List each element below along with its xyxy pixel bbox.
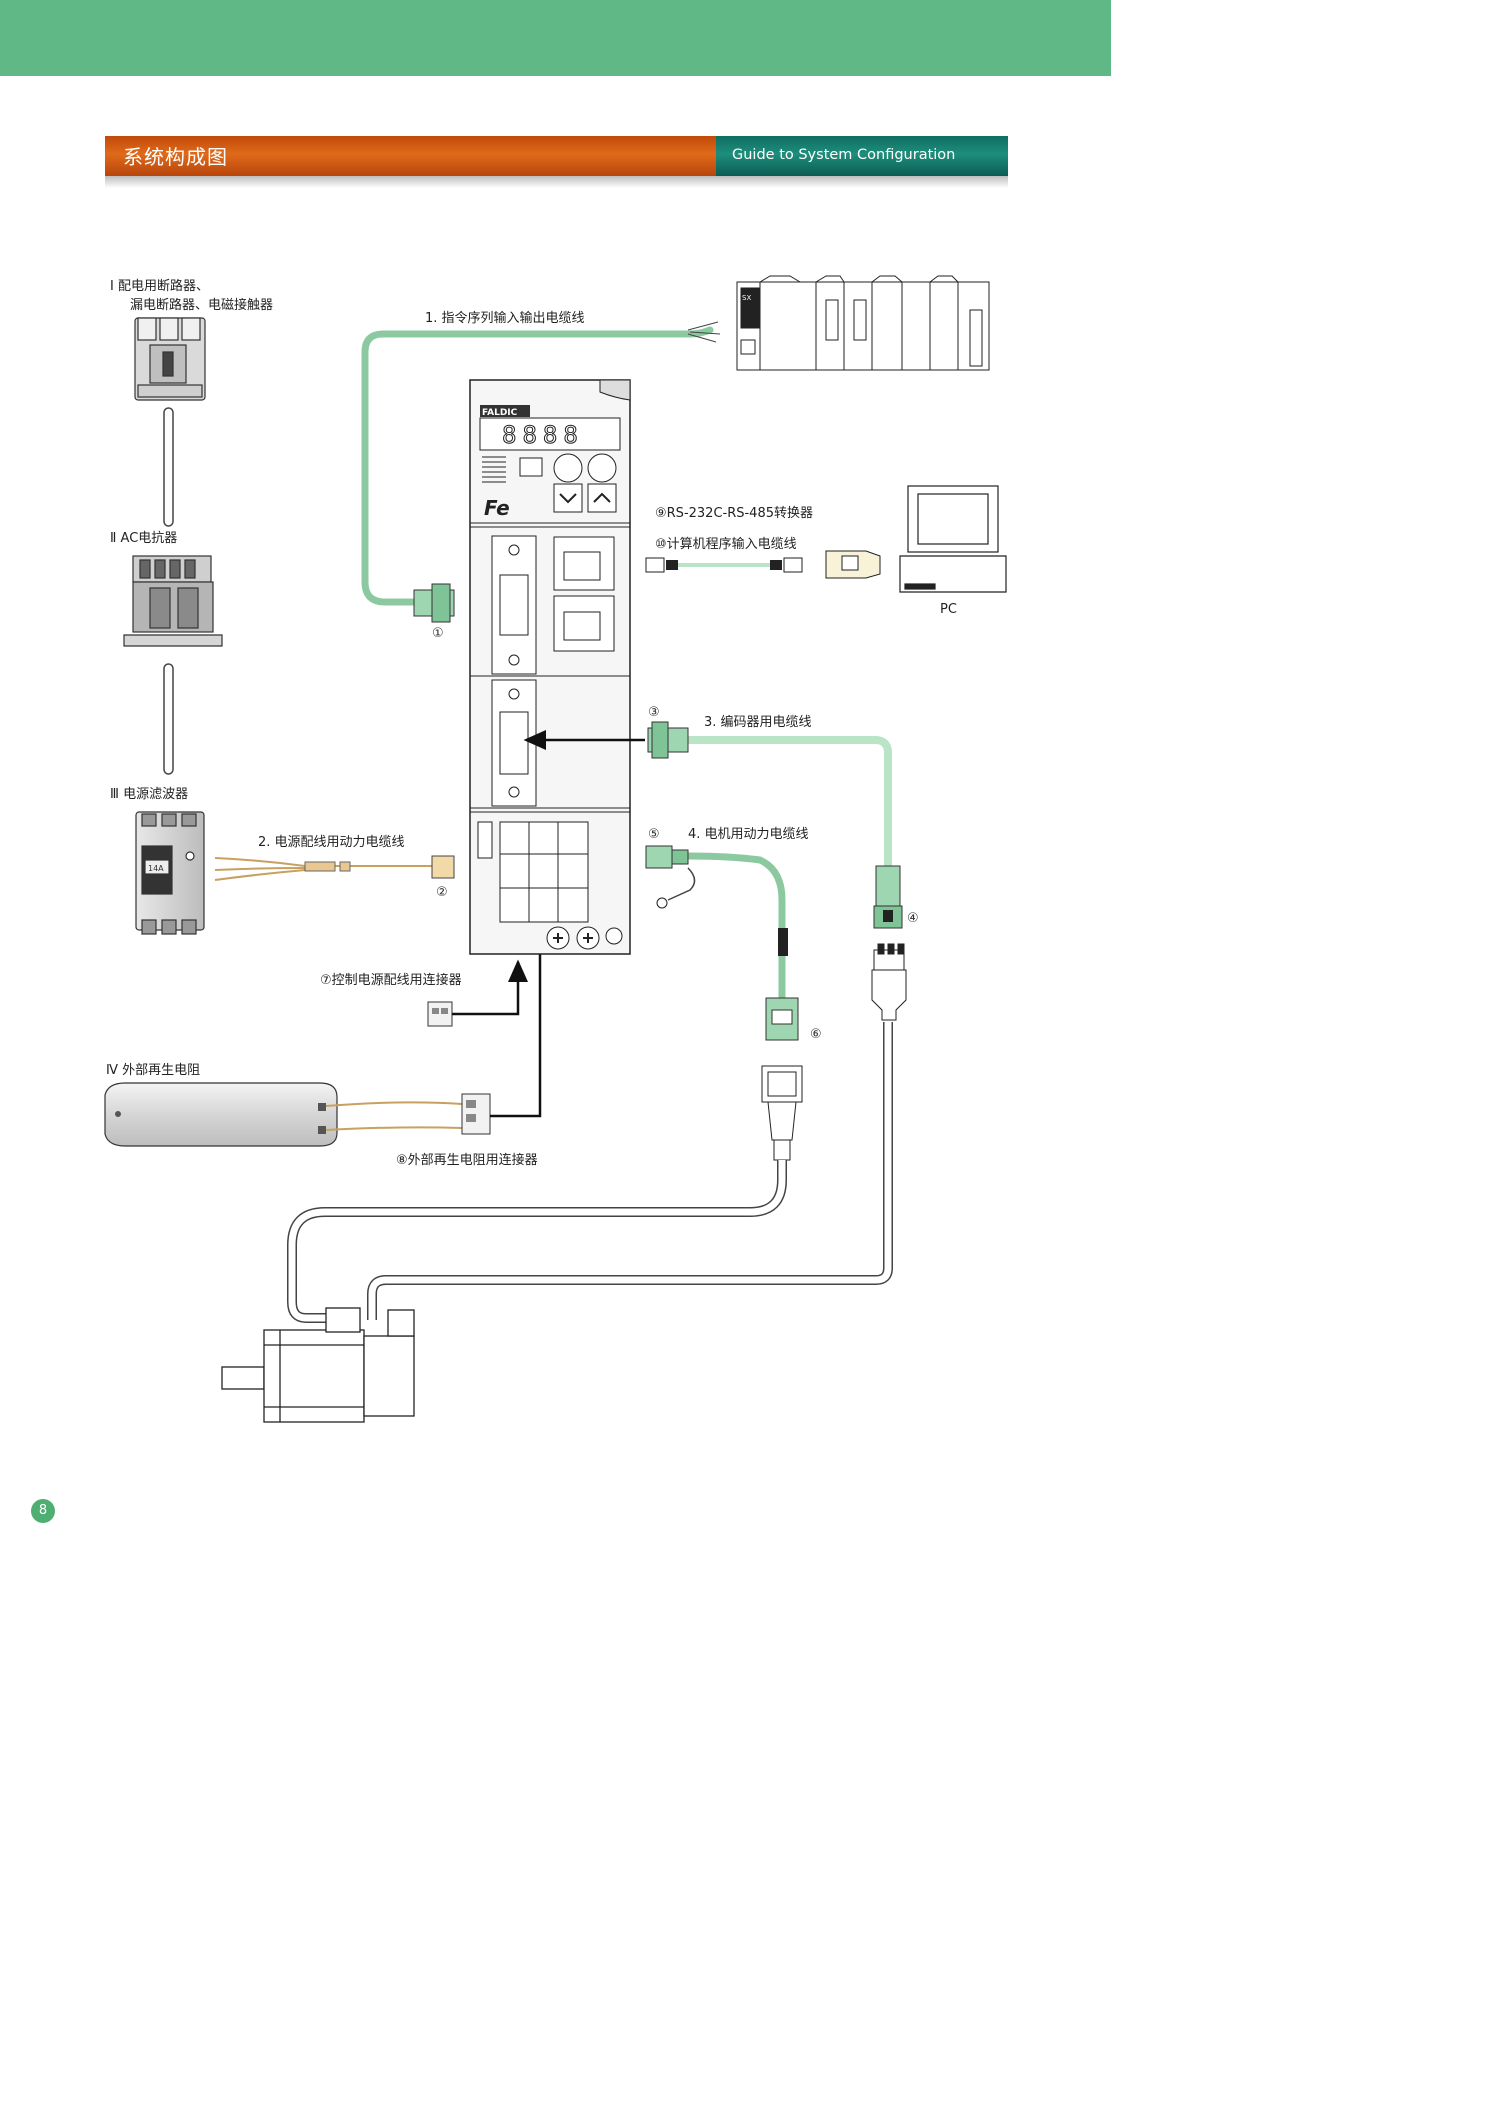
reactor-label: Ⅱ AC电抗器 — [110, 531, 177, 546]
cable-1-wire-ends — [687, 321, 721, 343]
amplifier-brand: FALDIC — [482, 408, 518, 418]
pc-illustration — [899, 485, 1007, 593]
plc-illustration: SX — [736, 275, 990, 371]
arrow-connector-7 — [452, 959, 528, 1016]
breaker-label-line1: Ⅰ 配电用断路器、 — [110, 278, 209, 294]
encoder-cable-3 — [686, 736, 892, 866]
marker-4: ④ — [907, 911, 919, 926]
connector-5 — [645, 845, 689, 869]
connector-4-mating — [871, 943, 907, 1021]
connector-1 — [413, 583, 455, 623]
label-converter-9: ⑨RS-232C-RS-485转换器 — [655, 506, 813, 521]
wire-breaker-to-reactor — [163, 407, 174, 527]
system-configuration-diagram: Ⅰ 配电用断路器、 漏电断路器、电磁接触器 Ⅱ AC电抗器 Ⅲ 电源滤波器 14… — [104, 275, 1007, 1423]
filter-illustration: 14A — [135, 811, 205, 935]
amplifier-display: 8888 — [502, 421, 584, 449]
label-cable-2: 2. 电源配线用动力电缆线 — [258, 834, 405, 850]
label-connector-7: ⑦控制电源配线用连接器 — [320, 972, 462, 988]
ground-wire — [667, 867, 696, 901]
wire-reactor-to-filter — [163, 663, 174, 775]
resistor-label: Ⅳ 外部再生电阻 — [106, 1063, 200, 1078]
servo-motor-illustration — [221, 1307, 415, 1423]
motor-power-lead-outline — [287, 1160, 787, 1323]
pc-label: PC — [940, 602, 957, 617]
breaker-label-line2: 漏电断路器、电磁接触器 — [130, 297, 273, 313]
marker-3: ③ — [648, 705, 660, 720]
amplifier-logo: Fe — [484, 496, 510, 520]
resistor-illustration — [104, 1082, 491, 1147]
motor-power-lead — [288, 1160, 786, 1322]
cable-4-sleeve — [778, 928, 788, 956]
command-io-cable-1 — [361, 326, 714, 606]
connector-6-mating — [761, 1065, 803, 1161]
label-cable-1: 1. 指令序列输入输出电缆线 — [425, 310, 585, 326]
connector-4 — [873, 865, 903, 929]
label-cable-4: 4. 电机用动力电缆线 — [688, 826, 809, 842]
connector-7 — [427, 1001, 453, 1027]
reactor-illustration — [123, 555, 223, 647]
filter-label: Ⅲ 电源滤波器 — [110, 787, 188, 802]
section-title-cn: 系统构成图 — [123, 145, 228, 169]
power-cable-2 — [214, 855, 455, 881]
servo-amplifier: FALDIC 8888 Fe — [469, 379, 631, 955]
ground-ring-terminal — [656, 897, 668, 909]
encoder-lead — [368, 1022, 892, 1320]
section-title-en-box: Guide to System Configuration — [716, 136, 1008, 176]
comms-cable-10 — [645, 557, 803, 573]
label-cable-10: ⑩计算机程序输入电缆线 — [655, 536, 797, 552]
connector-6 — [765, 997, 799, 1041]
marker-1: ① — [432, 626, 444, 641]
section-title-bar: 系统构成图 Guide to System Configuration — [105, 136, 1008, 176]
filter-badge: 14A — [148, 864, 164, 873]
encoder-lead-outline — [367, 1022, 893, 1320]
marker-2: ② — [436, 885, 448, 900]
title-bar-shadow — [105, 176, 1008, 188]
label-connector-8: ⑧外部再生电阻用连接器 — [396, 1152, 538, 1168]
motor-power-cable-4 — [687, 852, 786, 998]
arrow-connector-8 — [490, 905, 550, 1118]
marker-5: ⑤ — [648, 827, 660, 842]
connector-3 — [647, 721, 689, 759]
page-number-badge: 8 — [31, 1499, 55, 1523]
rs232-rs485-converter — [825, 550, 881, 579]
device-label-breaker: Ⅰ 配电用断路器、 漏电断路器、电磁接触器 — [110, 278, 273, 313]
top-color-band — [0, 0, 1111, 76]
label-cable-3: 3. 编码器用电缆线 — [704, 714, 812, 730]
section-title-en: Guide to System Configuration — [732, 147, 956, 163]
plc-module-text: SX — [742, 294, 751, 302]
breaker-illustration — [134, 317, 206, 401]
marker-6: ⑥ — [810, 1027, 822, 1042]
